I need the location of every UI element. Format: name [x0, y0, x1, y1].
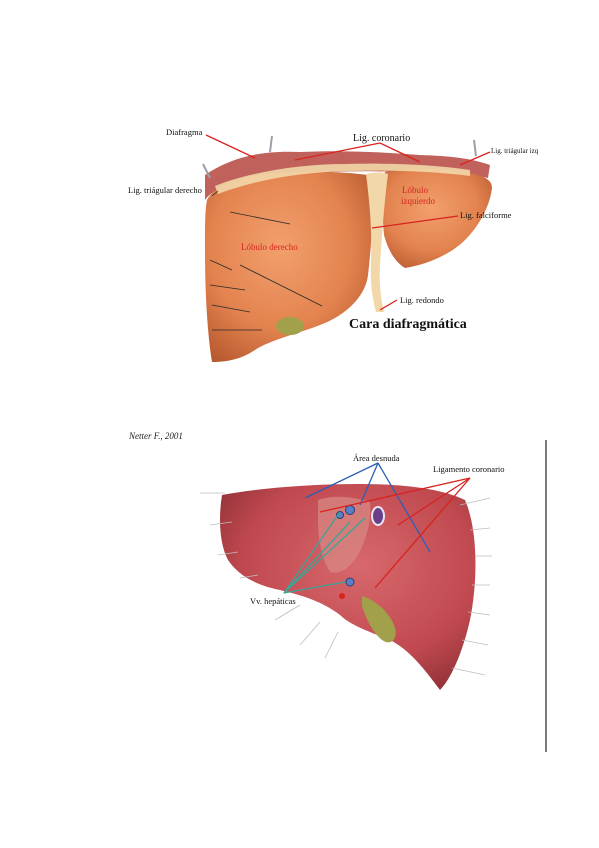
hepatic-vein-2 — [336, 511, 344, 519]
top-black-leaders — [209, 190, 323, 331]
label-lig-falciforme: Lig. falciforme — [460, 210, 512, 220]
label-lig-triangular-izq: Lig. triágular izq — [491, 147, 539, 155]
label-lobulo-derecho: Lóbulo derecho — [241, 242, 298, 252]
hepatic-vein-1 — [345, 505, 355, 515]
bare-area-region — [318, 496, 371, 573]
label-lig-coronario: Lig. coronario — [353, 133, 411, 144]
bottom-blue-leaders — [304, 462, 431, 553]
gallbladder — [276, 317, 304, 335]
bottom-red-leaders — [319, 477, 471, 589]
right-lobe — [205, 171, 373, 362]
ivc-vessel — [371, 506, 385, 526]
retractor-pins — [202, 135, 477, 179]
label-lobulo-izquierdo-1: Lóbulo — [402, 185, 428, 195]
portal-vessel — [345, 577, 355, 587]
bottom-teal-leaders — [283, 511, 366, 594]
label-lig-triangular-derecho: Lig. triágular derecho — [128, 185, 202, 195]
gallbladder-bottom — [362, 596, 396, 643]
figure-title: Cara diafragmática — [349, 317, 467, 332]
portal-artery — [339, 593, 345, 599]
citation: Netter F., 2001 — [129, 431, 183, 441]
label-diafragma: Diafragma — [166, 127, 203, 137]
falciform-ligament — [366, 172, 388, 312]
label-ligamento-coronario: Ligamento coronario — [433, 464, 505, 474]
label-lig-redondo: Lig. redondo — [400, 295, 444, 305]
coronary-ligament-band — [215, 163, 470, 194]
top-leader-lines — [205, 134, 491, 311]
label-vv-hepaticas: Vv. hepáticas — [250, 596, 296, 606]
liver-posterior-surface — [220, 484, 476, 690]
label-lobulo-izquierdo-2: izquierdo — [401, 196, 435, 206]
label-area-desnuda: Área desnuda — [353, 453, 400, 463]
bottom-grey-guides — [200, 492, 492, 676]
diaphragm-strip — [205, 151, 490, 200]
